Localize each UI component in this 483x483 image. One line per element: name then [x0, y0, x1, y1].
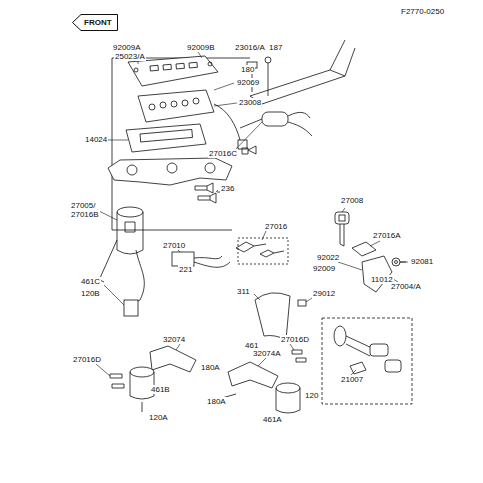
front-arrow: FRONT: [72, 14, 118, 31]
callout-number: 461A: [262, 415, 283, 424]
callout-number: 180A: [200, 363, 221, 372]
arrow-shape: [73, 15, 118, 31]
callout-number: 92069: [236, 78, 260, 87]
callout-number: 21007: [340, 375, 364, 384]
callout-number: 14024: [84, 135, 108, 144]
callout-number: 92009: [312, 264, 336, 273]
callout-number: 461B: [150, 385, 171, 394]
callout-number: 180A: [206, 397, 227, 406]
callout-number: 92009A: [112, 43, 142, 52]
callout-number: 311: [236, 287, 251, 296]
callout-number: 27016D: [280, 335, 310, 344]
callout-number: 236: [220, 184, 235, 193]
direction-label: FRONT: [84, 18, 112, 27]
callout-number: 27016D: [72, 355, 102, 364]
callout-number: 29012: [312, 289, 336, 298]
callout-number: 92022: [316, 253, 340, 262]
callout-number: 27004/A: [390, 282, 422, 291]
callout-number: 23016/A: [234, 43, 266, 52]
callout-number: 180: [240, 65, 255, 74]
callout-number: 27016A: [372, 231, 402, 240]
callout-number: 461C: [80, 277, 101, 286]
callout-number: 27016B: [70, 210, 100, 219]
callout-number: 32074A: [252, 349, 282, 358]
callout-number: 92081: [410, 257, 434, 266]
figure-code: F2770-0250: [400, 7, 445, 16]
callout-number: 27005/: [70, 201, 96, 210]
callout-number: 187: [268, 43, 283, 52]
callout-number: 27016: [264, 222, 288, 231]
callout-number: 120A: [148, 413, 169, 422]
callout-number: 92009B: [186, 43, 216, 52]
callout-number: 27010: [162, 241, 186, 250]
callout-number: 32074: [162, 335, 186, 344]
callout-number: 23008: [238, 98, 262, 107]
callout-number: 25023/A: [114, 52, 146, 61]
callout-number: 27016C: [208, 149, 238, 158]
callout-number: 221: [178, 265, 193, 274]
callout-number: 120: [304, 391, 319, 400]
callout-number: 27008: [340, 196, 364, 205]
callout-number: 120B: [80, 289, 101, 298]
